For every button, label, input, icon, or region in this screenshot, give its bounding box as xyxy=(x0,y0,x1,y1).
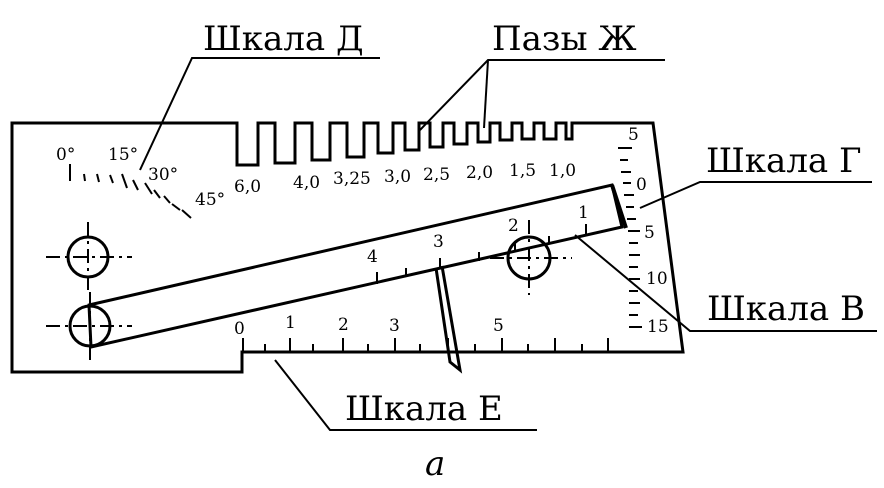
scale-e-number: 2 xyxy=(338,315,349,335)
scale-d-ticks xyxy=(69,164,192,219)
scale-v-ruler xyxy=(87,183,624,349)
scale-g-number: 5 xyxy=(628,125,639,145)
scale-g-ticks xyxy=(618,147,642,328)
label-grooves-zh: Пазы Ж xyxy=(492,19,637,59)
scale-v-number: 4 xyxy=(367,247,378,267)
scale-e-number: 1 xyxy=(285,313,296,333)
template-body-outline xyxy=(10,121,685,374)
hole-lower xyxy=(46,292,132,362)
groove-value: 3,0 xyxy=(384,167,411,187)
scale-g-number: 10 xyxy=(646,269,668,289)
groove-value: 2,5 xyxy=(423,165,450,185)
scale-e-number: 5 xyxy=(493,316,504,336)
ruler-end-mark xyxy=(610,184,628,229)
groove-value: 1,5 xyxy=(509,161,536,181)
pointer-needle xyxy=(434,265,463,374)
leader-scale-d xyxy=(139,57,380,171)
angle-label-45: 45° xyxy=(195,190,225,210)
scale-v-number: 3 xyxy=(433,232,444,252)
groove-value: 1,0 xyxy=(549,161,576,181)
figure-caption: а xyxy=(425,444,445,484)
hole-middle xyxy=(490,220,572,295)
leader-lines xyxy=(139,57,877,431)
scale-g-number: 15 xyxy=(647,317,669,337)
leader-scale-e xyxy=(274,359,537,431)
groove-value: 2,0 xyxy=(466,163,493,183)
hole-upper xyxy=(46,222,132,292)
leader-scale-v xyxy=(574,234,877,332)
label-scale-v: Шкала В xyxy=(707,289,865,329)
groove-value: 6,0 xyxy=(234,177,261,197)
scale-e-number: 0 xyxy=(234,319,245,339)
groove-value: 3,25 xyxy=(333,169,371,189)
angle-label-30: 30° xyxy=(148,165,178,185)
angle-label-0: 0° xyxy=(56,145,75,165)
scale-g-number: 5 xyxy=(644,223,655,243)
groove-value: 4,0 xyxy=(293,173,320,193)
scale-e-ticks xyxy=(242,338,609,352)
leader-grooves xyxy=(419,59,665,131)
scale-v-number: 1 xyxy=(578,203,589,223)
label-scale-e: Шкала Е xyxy=(345,389,503,429)
leader-grooves-2 xyxy=(483,59,489,129)
scale-g-number: 0 xyxy=(636,175,647,195)
scale-e-number: 3 xyxy=(389,316,400,336)
label-scale-g: Шкала Г xyxy=(706,141,862,181)
leader-scale-g xyxy=(639,181,872,209)
scale-v-number: 2 xyxy=(508,216,519,236)
angle-label-15: 15° xyxy=(108,145,138,165)
label-scale-d: Шкала Д xyxy=(203,19,364,59)
